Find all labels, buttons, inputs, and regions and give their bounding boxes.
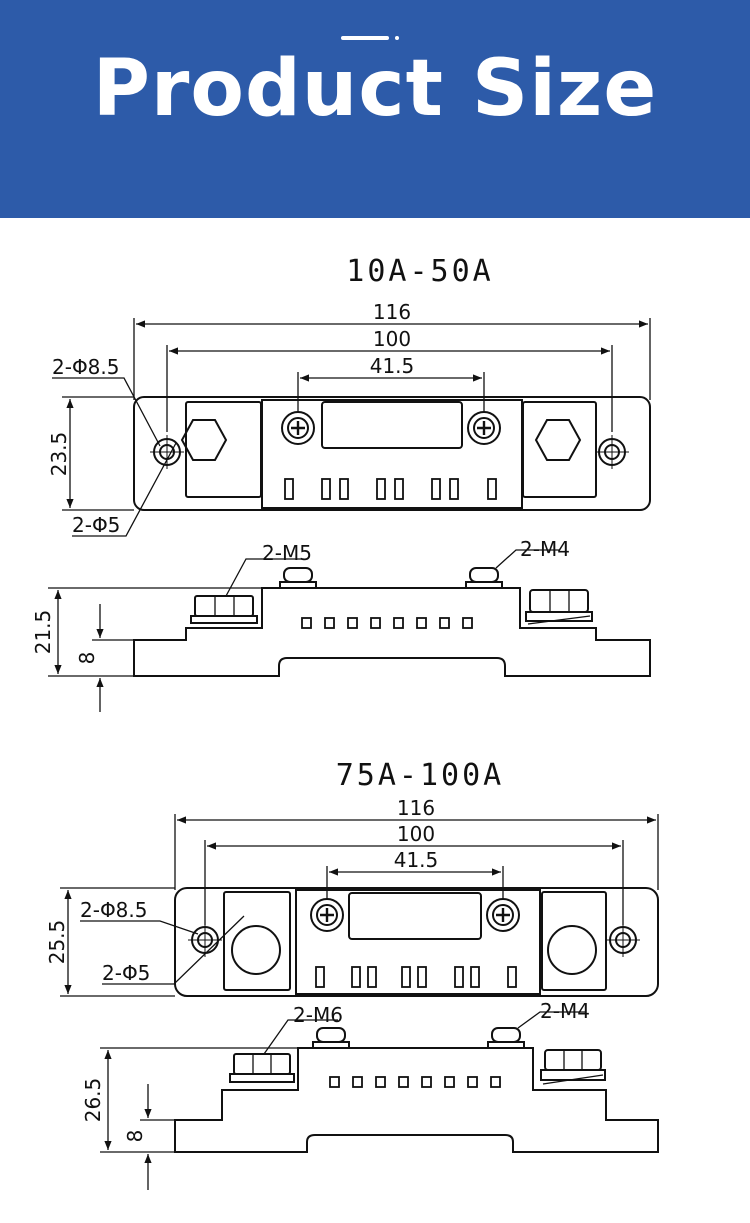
side-view-1 xyxy=(48,549,651,712)
banner-dot-decoration xyxy=(395,36,399,40)
dim-total-height-2: 26.5 xyxy=(81,1078,105,1123)
dim-terminal-pitch-1: 41.5 xyxy=(370,354,415,378)
dim-overall-length-1: 116 xyxy=(373,300,411,324)
dim-total-height-1: 21.5 xyxy=(31,610,55,655)
dim-base-height-2: 8 xyxy=(123,1130,147,1143)
label-inner-hole-1: 2-Φ5 xyxy=(72,513,120,537)
label-inner-hole-2: 2-Φ5 xyxy=(102,961,150,985)
label-main-bolt-2: 2-M6 xyxy=(293,1003,343,1027)
dim-overall-length-2: 116 xyxy=(397,796,435,820)
top-view-1 xyxy=(52,318,651,537)
label-small-screw-2: 2-M4 xyxy=(540,999,590,1023)
top-view-2 xyxy=(60,814,659,997)
label-small-screw-1: 2-M4 xyxy=(520,537,570,561)
side-view-2-labels: 2-M6 2-M4 26.5 8 xyxy=(81,999,590,1142)
dim-hole-pitch-1: 100 xyxy=(373,327,411,351)
top-view-1-labels: 116 100 41.5 2-Φ8.5 2-Φ5 23.5 xyxy=(47,300,414,537)
side-view-2 xyxy=(100,1011,659,1190)
page-title: Product Size xyxy=(92,44,658,134)
dim-height-1: 23.5 xyxy=(47,432,71,477)
model-title-1: 10A-50A xyxy=(346,254,494,289)
header-banner: Product Size xyxy=(0,0,750,218)
top-view-2-labels: 116 100 41.5 2-Φ8.5 2-Φ5 25.5 xyxy=(45,796,438,985)
label-mount-hole-1: 2-Φ8.5 xyxy=(52,355,120,379)
dim-terminal-pitch-2: 41.5 xyxy=(394,848,439,872)
dim-hole-pitch-2: 100 xyxy=(397,822,435,846)
dim-height-2: 25.5 xyxy=(45,920,69,965)
dim-base-height-1: 8 xyxy=(75,652,99,665)
side-view-1-labels: 2-M5 2-M4 21.5 8 xyxy=(31,537,570,664)
model-title-2: 75A-100A xyxy=(335,758,505,793)
label-mount-hole-2: 2-Φ8.5 xyxy=(80,898,148,922)
banner-dash-decoration xyxy=(341,36,389,40)
label-main-bolt-1: 2-M5 xyxy=(262,541,312,565)
